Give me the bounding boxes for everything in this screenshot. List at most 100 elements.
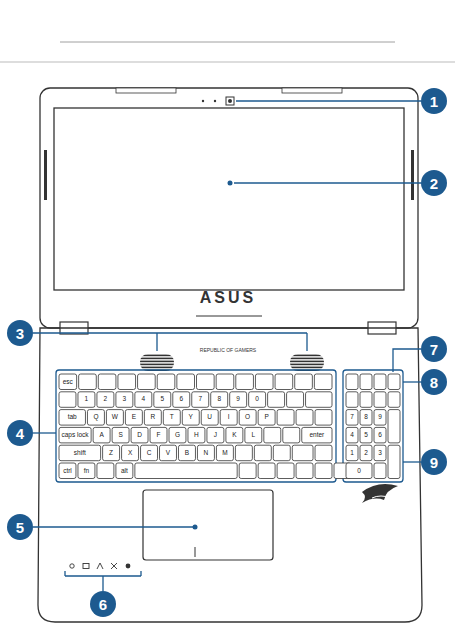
key-cap: [314, 374, 332, 390]
key-cap: [116, 463, 133, 479]
key-cap: [169, 427, 186, 443]
key-cap: [296, 410, 313, 426]
key-cap: [160, 445, 177, 461]
key-cap: [177, 374, 195, 390]
key-label: 4: [346, 432, 358, 439]
key-cap: [360, 410, 372, 426]
key-label: 3: [116, 396, 133, 403]
key-label: K: [226, 432, 243, 439]
key-cap: [97, 463, 114, 479]
key-cap: [125, 410, 142, 426]
key-cap: [112, 427, 129, 443]
key-cap: [374, 463, 386, 479]
key-cap: [98, 374, 116, 390]
key-cap: [154, 392, 171, 408]
callout-text: 5: [16, 520, 24, 535]
key-cap: [93, 427, 110, 443]
key-label: 3: [374, 450, 386, 457]
key-cap: [315, 463, 332, 479]
key-label: G: [169, 432, 186, 439]
callout-number: 5: [7, 514, 33, 540]
key-cap: [283, 427, 300, 443]
callout-text: 8: [430, 375, 438, 390]
key-cap: [201, 410, 218, 426]
key-cap: [197, 445, 214, 461]
key-cap: [59, 410, 85, 426]
key-label: 5: [154, 396, 171, 403]
key-cap: [268, 392, 285, 408]
key-cap: [255, 374, 273, 390]
key-cap: [197, 374, 215, 390]
key-cap: [277, 463, 294, 479]
key-cap: [144, 410, 161, 426]
key-cap: [220, 410, 237, 426]
key-cap: [97, 392, 114, 408]
key-cap: [360, 374, 372, 390]
key-label: C: [141, 450, 158, 457]
key-label: fn: [78, 468, 95, 475]
key-label: I: [220, 414, 237, 421]
key-cap: [275, 374, 293, 390]
key-cap: [306, 392, 332, 408]
key-cap: [106, 410, 123, 426]
key-label: F: [150, 432, 167, 439]
key-label: A: [93, 432, 110, 439]
key-cap: [59, 427, 91, 443]
key-cap: [235, 445, 252, 461]
key-label: M: [216, 450, 233, 457]
key-cap: [346, 392, 358, 408]
key-cap: [315, 410, 332, 426]
key-label: U: [201, 414, 218, 421]
key-cap: [295, 374, 313, 390]
key-cap: [192, 392, 209, 408]
key-label: P: [258, 414, 275, 421]
key-label: 4: [135, 396, 152, 403]
key-cap: [207, 427, 224, 443]
callout-text: 4: [16, 426, 24, 441]
callout-number: 6: [90, 591, 116, 617]
key-cap: [87, 410, 104, 426]
key-cap: [258, 463, 275, 479]
key-cap: [374, 374, 386, 390]
key-cap: [59, 392, 76, 408]
key-cap: [138, 374, 156, 390]
key-cap: [216, 374, 234, 390]
key-label: 2: [97, 396, 114, 403]
key-cap: [346, 374, 358, 390]
key-label: R: [144, 414, 161, 421]
key-cap: [360, 445, 372, 461]
callout-text: 6: [99, 597, 107, 612]
key-cap: [59, 463, 76, 479]
key-label: 0: [346, 468, 372, 475]
key-cap: [254, 445, 271, 461]
key-cap: [374, 410, 386, 426]
key-cap: [388, 445, 400, 478]
key-cap: [141, 445, 158, 461]
key-label: D: [131, 432, 148, 439]
callout-number: 9: [421, 449, 447, 475]
key-cap: [135, 463, 237, 479]
callout-text: 7: [430, 342, 438, 357]
key-cap: [346, 463, 372, 479]
callout-number: 3: [7, 320, 33, 346]
key-cap: [131, 427, 148, 443]
key-cap: [78, 392, 95, 408]
key-label: ctrl: [59, 468, 76, 475]
key-label: 1: [78, 396, 95, 403]
key-label: 9: [230, 396, 247, 403]
key-label: S: [112, 432, 129, 439]
key-label: Q: [87, 414, 104, 421]
key-cap: [103, 445, 120, 461]
key-label: L: [245, 432, 262, 439]
key-cap: [135, 392, 152, 408]
key-cap: [59, 374, 77, 390]
key-cap: [216, 445, 233, 461]
key-cap: [122, 445, 139, 461]
key-cap: [388, 374, 400, 390]
key-label: J: [207, 432, 224, 439]
key-label: 8: [211, 396, 228, 403]
key-label: Y: [182, 414, 199, 421]
key-cap: [239, 410, 256, 426]
